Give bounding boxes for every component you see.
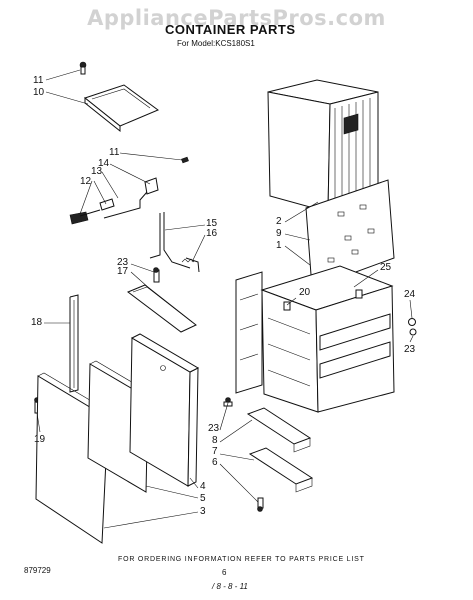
callout-11: 11 bbox=[109, 147, 120, 158]
callout-12: 12 bbox=[80, 176, 92, 187]
container-housing bbox=[235, 265, 395, 413]
panel-4 bbox=[129, 333, 200, 487]
callout-17: 17 bbox=[117, 266, 129, 277]
callout-11: 11 bbox=[33, 75, 44, 86]
callout-24: 24 bbox=[404, 289, 416, 300]
callout-23: 23 bbox=[404, 344, 416, 355]
callout-25: 25 bbox=[380, 262, 392, 273]
lower-screw bbox=[223, 397, 233, 407]
callout-7: 7 bbox=[212, 446, 218, 457]
callout-14: 14 bbox=[98, 158, 110, 169]
callout-23: 23 bbox=[208, 423, 220, 434]
callout-19: 19 bbox=[34, 434, 46, 445]
callout-3: 3 bbox=[200, 506, 206, 517]
date-code: / 8 - 8 - 11 bbox=[212, 582, 248, 591]
callout-9: 9 bbox=[276, 228, 282, 239]
callout-8: 8 bbox=[212, 435, 218, 446]
callout-13: 13 bbox=[91, 166, 103, 177]
callout-1: 1 bbox=[276, 240, 282, 251]
watermark: AppliancePartsPros.com bbox=[87, 6, 386, 30]
bracket-7 bbox=[248, 447, 314, 493]
callout-6: 6 bbox=[212, 457, 218, 468]
callout-4: 4 bbox=[200, 481, 206, 492]
leader-lines bbox=[36, 69, 414, 529]
ordering-note: FOR ORDERING INFORMATION REFER TO PARTS … bbox=[118, 556, 365, 563]
tray-part bbox=[83, 84, 160, 133]
latch-hardware bbox=[69, 156, 189, 225]
cabinet-box bbox=[267, 79, 379, 213]
diagram-title: CONTAINER PARTS bbox=[165, 22, 296, 37]
callout-15: 15 bbox=[206, 218, 218, 229]
figure-id: 879729 bbox=[24, 566, 51, 575]
callout-5: 5 bbox=[200, 493, 206, 504]
rod-spring-part bbox=[149, 212, 200, 273]
callout-20: 20 bbox=[299, 287, 311, 298]
page-number: 6 bbox=[222, 568, 227, 577]
screw-part bbox=[79, 61, 87, 75]
callout-18: 18 bbox=[31, 317, 43, 328]
mount-panel bbox=[305, 179, 395, 289]
callout-23: 23 bbox=[117, 257, 129, 268]
callout-2: 2 bbox=[276, 216, 282, 227]
model-subtitle: For Model:KCS180S1 bbox=[177, 39, 255, 48]
slide-post-part bbox=[69, 294, 79, 393]
bracket-6-screw bbox=[257, 497, 264, 512]
right-fasteners bbox=[408, 318, 417, 336]
bracket-8 bbox=[246, 407, 312, 453]
callout-10: 10 bbox=[33, 87, 45, 98]
rail-bracket-part bbox=[126, 267, 197, 333]
callout-16: 16 bbox=[206, 228, 218, 239]
